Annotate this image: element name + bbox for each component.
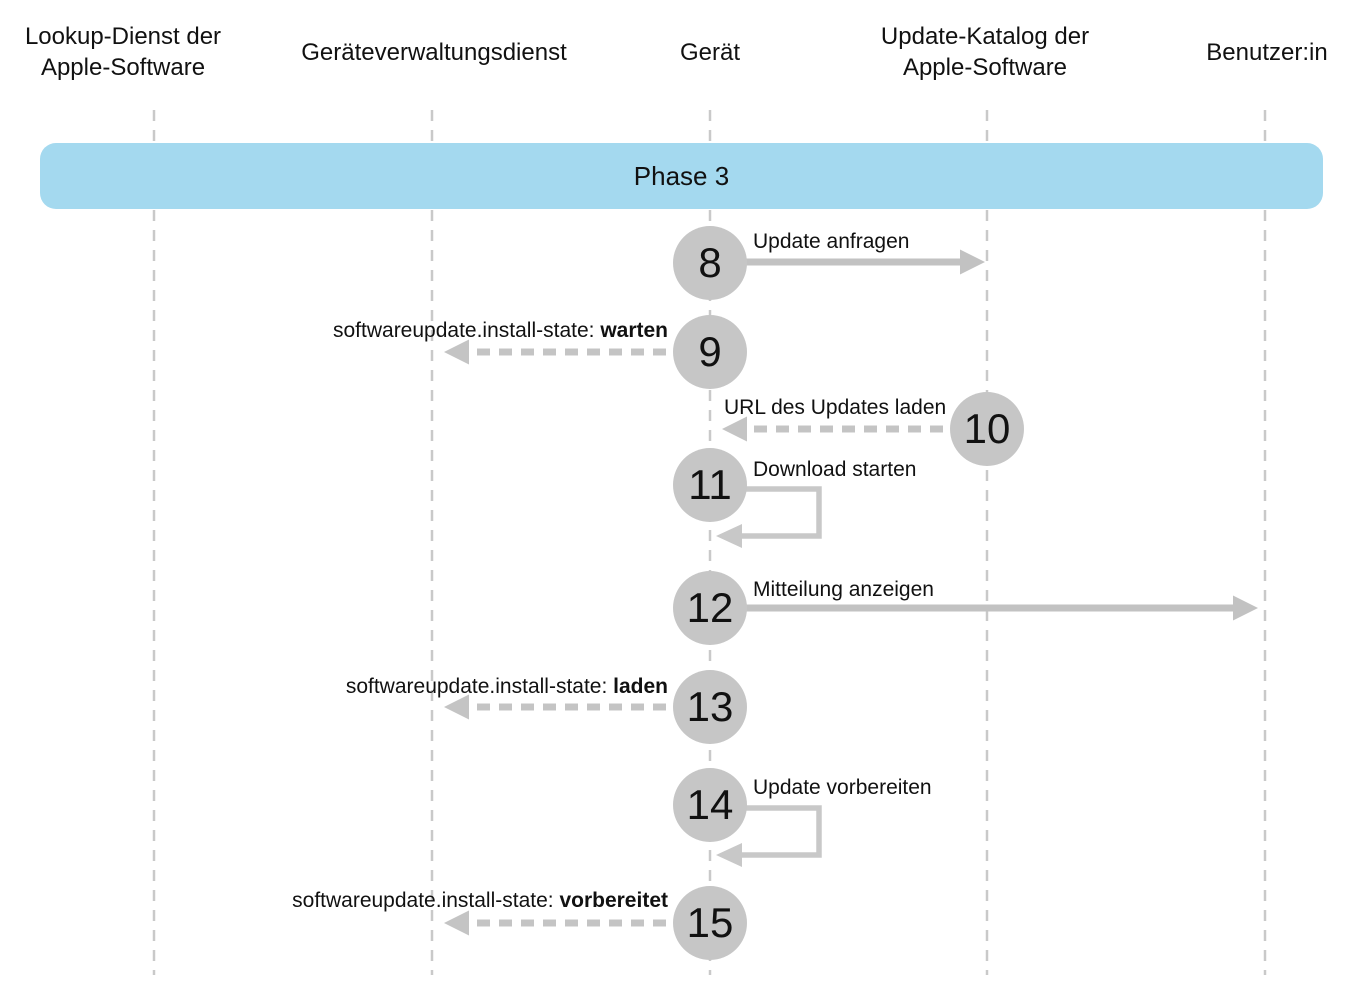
message-arrow-8 xyxy=(710,249,985,275)
message-arrow-10 xyxy=(722,416,987,442)
arrowhead-right-icon xyxy=(960,249,985,275)
step-circle-10: 10 xyxy=(950,392,1024,466)
message-text: Update vorbereiten xyxy=(753,776,932,799)
message-text: URL des Updates laden xyxy=(724,396,947,419)
phase-banner: Phase 3 xyxy=(40,143,1323,209)
message-text: Update anfragen xyxy=(753,230,910,253)
step-number: 11 xyxy=(688,461,732,508)
message-self-loop-11 xyxy=(710,486,822,548)
actor-label: Apple-Software xyxy=(40,54,206,81)
arrowhead-left-icon xyxy=(716,524,742,548)
message-text-bold: warten xyxy=(600,319,668,342)
message-arrow-12 xyxy=(710,595,1258,621)
step-circle-13: 13 xyxy=(673,670,747,744)
message-label-10: URL des Updates laden xyxy=(724,395,946,421)
message-text-bold: vorbereitet xyxy=(559,889,668,912)
message-text-bold: laden xyxy=(613,675,668,698)
actor-label: Lookup-Dienst der xyxy=(24,23,222,50)
arrowhead-left-icon xyxy=(444,694,469,720)
arrowhead-left-icon xyxy=(444,910,469,936)
actor-label: Benutzer:in xyxy=(1206,38,1328,66)
step-number: 9 xyxy=(698,328,722,375)
message-arrow-13 xyxy=(444,694,710,720)
message-text: Mitteilung anzeigen xyxy=(753,578,934,601)
message-text: softwareupdate.install-state: xyxy=(333,319,601,342)
message-text: softwareupdate.install-state: xyxy=(292,889,560,912)
actor-header-update-katalog: Update-Katalog der Apple-Software xyxy=(881,14,1089,90)
step-number: 10 xyxy=(963,405,1011,452)
step-number: 15 xyxy=(686,899,734,946)
message-label-9: softwareupdate.install-state: warten xyxy=(333,318,668,344)
arrowhead-left-icon xyxy=(716,843,742,867)
actor-label: Gerät xyxy=(679,38,741,66)
message-label-8: Update anfragen xyxy=(753,229,909,255)
actor-header-lookup-dienst: Lookup-Dienst der Apple-Software xyxy=(25,14,221,90)
message-label-11: Download starten xyxy=(753,457,916,483)
step-number: 14 xyxy=(686,781,734,828)
arrowhead-left-icon xyxy=(444,339,469,365)
message-label-15: softwareupdate.install-state: vorbereite… xyxy=(292,888,668,914)
message-label-12: Mitteilung anzeigen xyxy=(753,577,934,603)
message-text: softwareupdate.install-state: xyxy=(345,675,614,698)
step-circle-12: 12 xyxy=(673,571,747,645)
step-circle-8: 8 xyxy=(673,226,747,300)
phase-label: Phase 3 xyxy=(633,160,730,191)
message-arrow-15 xyxy=(444,910,710,936)
step-circle-9: 9 xyxy=(673,315,747,389)
actor-header-geraeteverwaltungsdienst: Geräteverwaltungsdienst xyxy=(301,14,566,90)
step-number: 12 xyxy=(686,584,734,631)
message-label-13: softwareupdate.install-state: laden xyxy=(346,674,668,700)
arrowhead-left-icon xyxy=(722,416,747,442)
message-self-loop-14 xyxy=(710,805,822,867)
step-circle-15: 15 xyxy=(673,886,747,960)
message-arrow-9 xyxy=(444,339,710,365)
actor-label: Update-Katalog der xyxy=(880,23,1090,50)
actor-header-benutzer: Benutzer:in xyxy=(1206,14,1327,90)
actor-label: Geräteverwaltungsdienst xyxy=(301,38,567,66)
step-number: 13 xyxy=(686,683,734,730)
step-circle-11: 11 xyxy=(673,448,747,522)
step-number: 8 xyxy=(698,239,722,286)
arrowhead-right-icon xyxy=(1233,595,1258,621)
actor-label: Apple-Software xyxy=(902,54,1068,81)
actor-header-geraet: Gerät xyxy=(680,14,740,90)
message-label-14: Update vorbereiten xyxy=(753,775,932,801)
step-circle-14: 14 xyxy=(673,768,747,842)
message-text: Download starten xyxy=(753,458,917,481)
